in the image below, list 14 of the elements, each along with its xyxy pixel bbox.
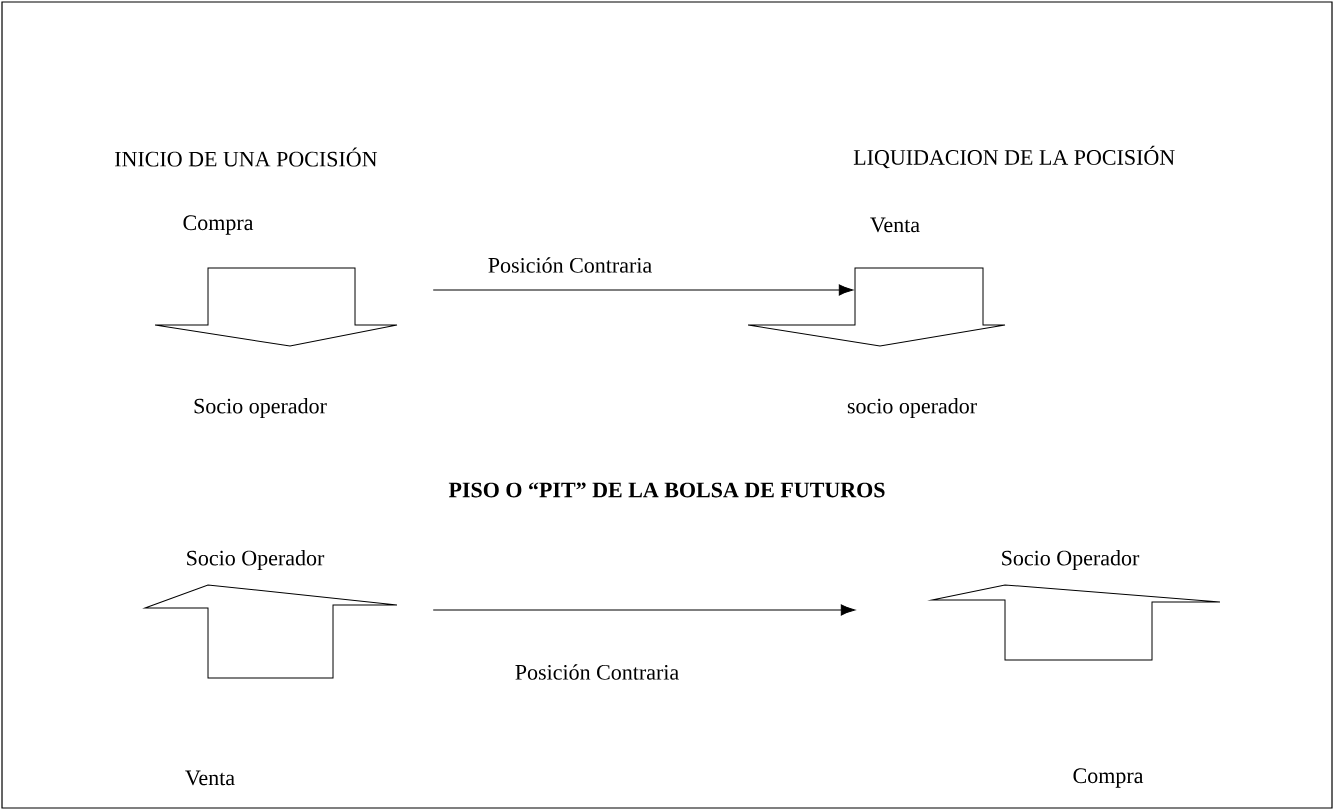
block-arrow <box>144 584 398 679</box>
block-arrow <box>154 267 398 347</box>
text-label: Socio operador <box>194 398 327 418</box>
block-arrow <box>747 267 1006 347</box>
edge-label: Posición Contraria <box>513 663 681 681</box>
heading: INICIO DE UNA POCISIÓN <box>115 147 378 167</box>
text-label: Compra <box>1073 768 1144 788</box>
text-label: socio operador <box>847 398 977 418</box>
heading: PISO O “PIT” DE LA BOLSA DE FUTUROS <box>448 482 885 498</box>
arrow <box>432 604 856 616</box>
arrow <box>432 284 854 296</box>
text-label: Venta <box>185 770 235 786</box>
heading: LIQUIDACION DE LA POCISIÓN <box>853 145 1175 169</box>
edge-label: Posición Contraria <box>486 256 654 274</box>
